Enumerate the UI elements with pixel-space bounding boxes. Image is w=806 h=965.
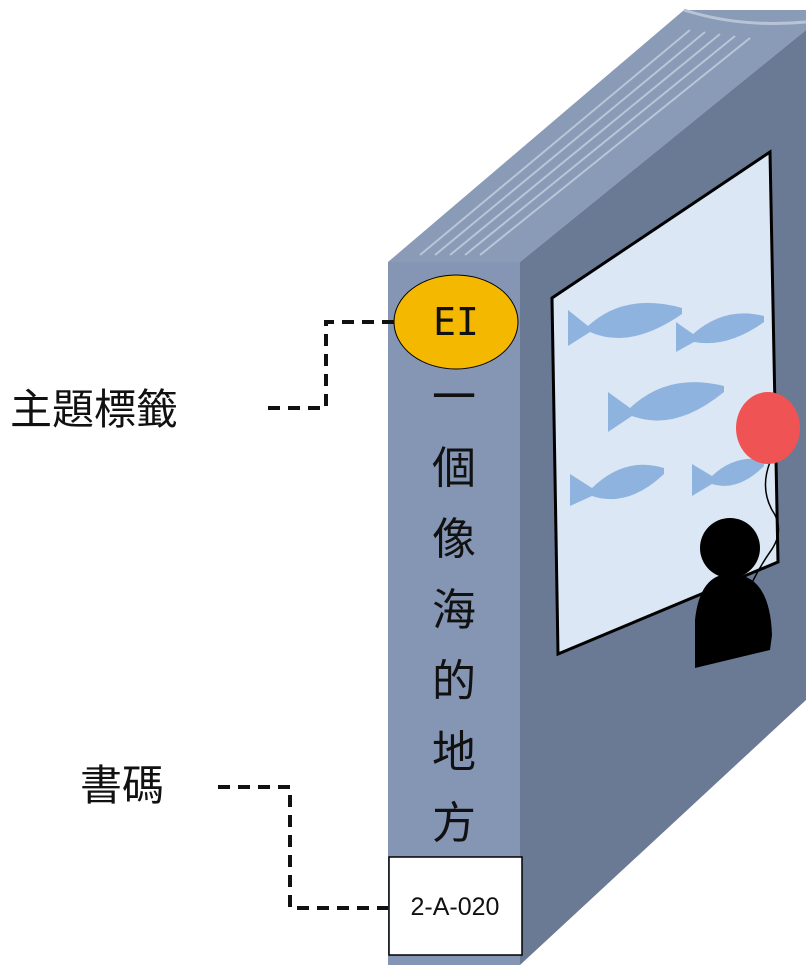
fish-icon <box>570 464 664 506</box>
call-number-callout-label: 書碼 <box>80 761 164 810</box>
topic-tag: EI <box>393 274 519 370</box>
title-char: 的 <box>432 656 476 707</box>
title-char: 地 <box>432 727 476 778</box>
balloon-icon <box>736 392 800 464</box>
call-number-text: 2-A-020 <box>411 893 500 921</box>
title-char: 像 <box>432 514 476 565</box>
balloon-string <box>745 461 780 597</box>
fish-icon <box>676 313 764 352</box>
call-number-leader-line <box>218 785 388 910</box>
topic-tag-callout-label: 主題標籤 <box>10 385 178 434</box>
fish-icon <box>608 382 724 432</box>
title-char: 一 <box>432 372 476 423</box>
fish-icon <box>568 302 682 346</box>
spine-title: 一 個 像 海 的 地 方 <box>432 372 476 849</box>
fish-icon <box>692 458 764 496</box>
title-char: 個 <box>432 443 476 494</box>
book-top-pages <box>388 8 806 262</box>
call-number-box: 2-A-020 <box>388 856 523 956</box>
topic-tag-leader-line <box>268 320 394 410</box>
person-icon <box>695 518 772 668</box>
cover-illustration <box>550 149 800 668</box>
title-char: 海 <box>432 585 476 636</box>
title-char: 方 <box>432 798 476 849</box>
book-spine <box>388 262 520 965</box>
topic-tag-text: EI <box>433 300 479 344</box>
